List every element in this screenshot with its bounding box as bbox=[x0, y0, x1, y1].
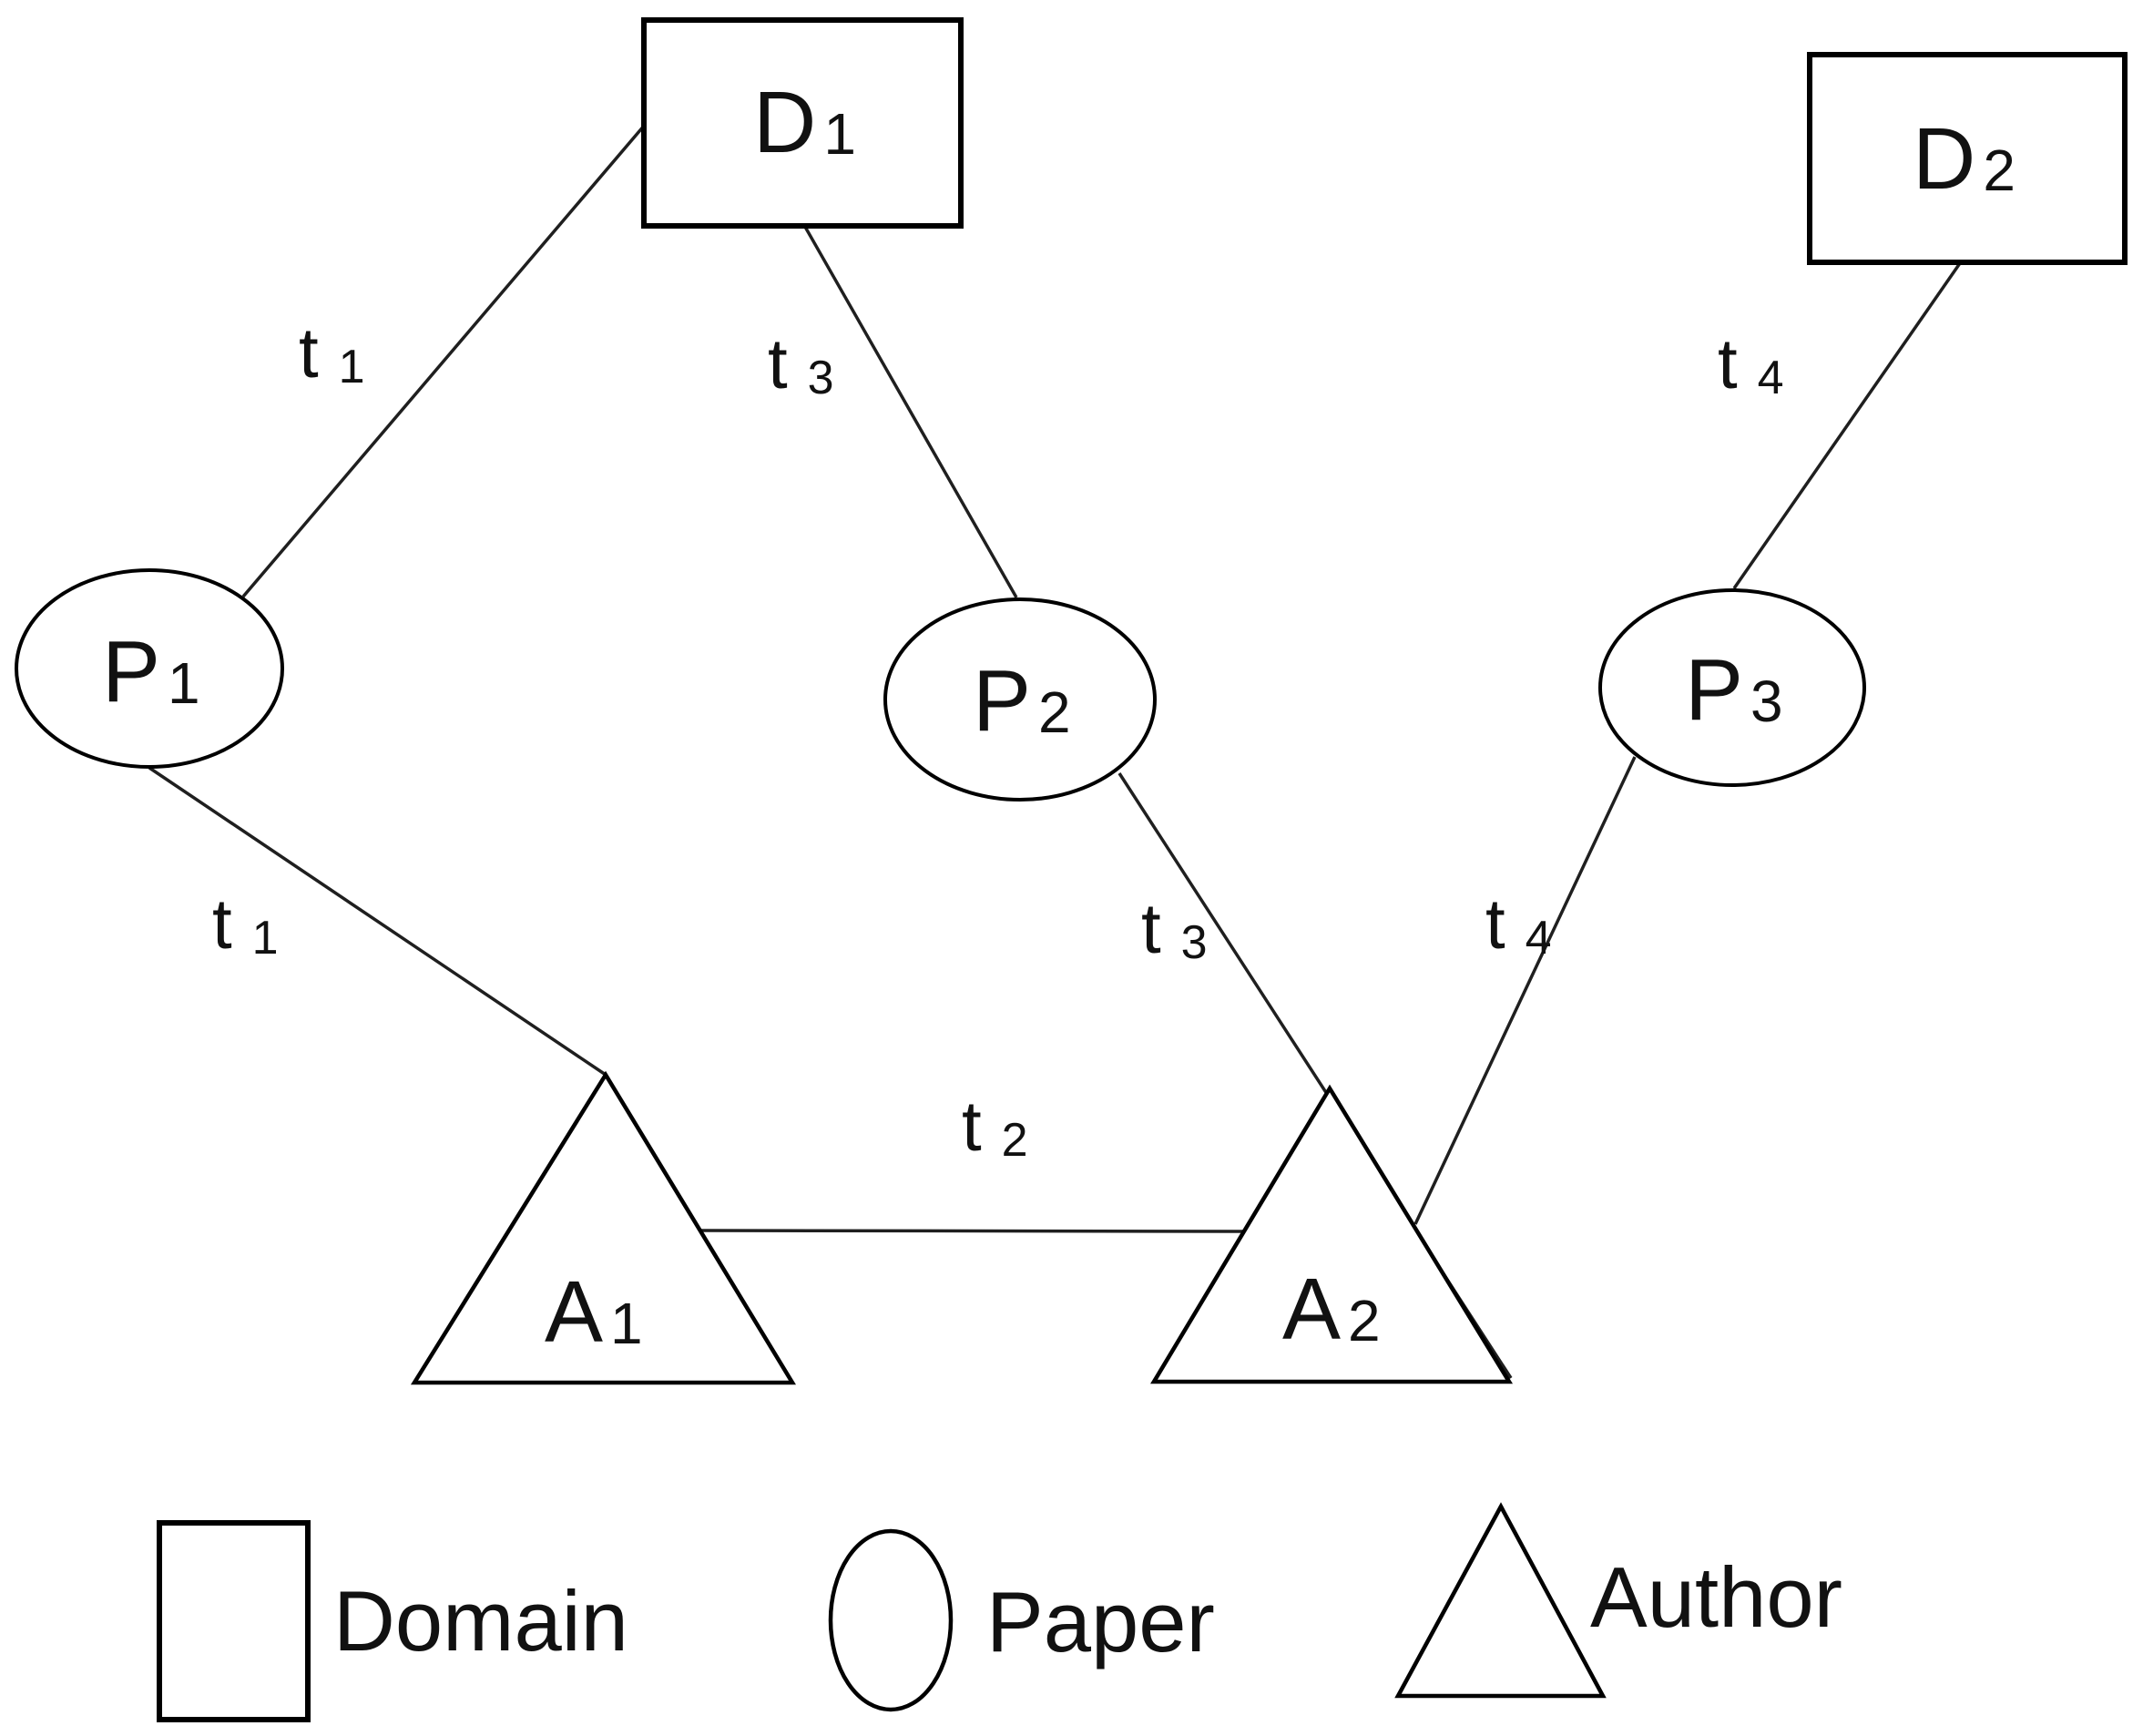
author-triangle-icon bbox=[410, 1070, 796, 1385]
legend-author-label: Author bbox=[1590, 1549, 1842, 1645]
paper-ellipse-icon bbox=[883, 597, 1157, 802]
domain-rectangle-icon bbox=[1807, 52, 2128, 265]
legend-square-icon bbox=[157, 1520, 311, 1722]
edge-d1-p2 bbox=[803, 226, 1018, 598]
legend: Domain Paper Author bbox=[157, 1502, 1842, 1722]
legend-paper-label: Paper bbox=[986, 1574, 1215, 1670]
legend-circle-icon bbox=[828, 1528, 954, 1712]
edge-p1-a1 bbox=[148, 766, 607, 1077]
edge-p1-d1 bbox=[241, 123, 647, 598]
edges bbox=[148, 123, 1962, 1379]
edge-p3-a2 bbox=[1413, 756, 1637, 1225]
legend-domain-label: Domain bbox=[333, 1573, 628, 1669]
paper-ellipse-icon bbox=[15, 568, 284, 769]
edge-d2-p3 bbox=[1732, 262, 1962, 589]
author-triangle-icon bbox=[1150, 1084, 1514, 1384]
domain-rectangle-icon bbox=[641, 17, 964, 229]
paper-ellipse-icon bbox=[1598, 588, 1866, 787]
legend-triangle-icon bbox=[1394, 1502, 1607, 1699]
